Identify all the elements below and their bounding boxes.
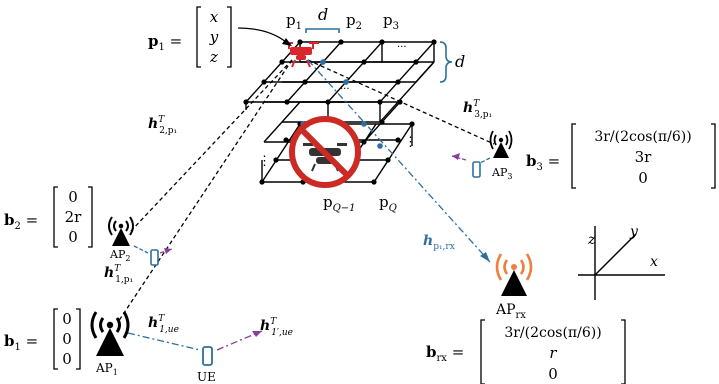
vector-p1: p1 = x y z	[148, 6, 232, 68]
axis-label-y: y	[629, 224, 639, 240]
link-ap2-ue	[133, 245, 149, 254]
vector-b3: b3 = 3r/(2cos(π/6)) 3r 0	[526, 123, 716, 189]
link-drone-ap1	[117, 59, 293, 323]
phone-icon	[472, 161, 481, 178]
label-pq1: pQ−1	[323, 193, 356, 214]
link-ap3-ue	[479, 157, 491, 164]
channel-links	[117, 59, 495, 351]
vector-b2-entry-1: 2r	[65, 208, 83, 226]
antenna-tower-icon	[489, 130, 513, 158]
grid-ellipsis-mid: ···	[340, 84, 350, 95]
link-drone-ap3	[307, 59, 495, 145]
no-drone-sign-icon	[289, 116, 361, 188]
vector-brx-name: brx =	[426, 343, 464, 364]
axis-label-z: z	[587, 232, 596, 248]
ap2-label: AP2	[109, 248, 130, 263]
phone-icon	[150, 249, 159, 266]
vector-p1-entry-1: y	[209, 28, 219, 46]
coordinate-axes	[578, 226, 665, 300]
antenna-tower-icon	[495, 253, 533, 296]
vector-p1-name: p1 =	[148, 32, 182, 53]
vector-brx-entry-0: 3r/(2cos(π/6))	[504, 325, 601, 341]
antenna-tower-icon	[108, 216, 134, 246]
link-ap1-ue	[127, 332, 201, 351]
aprx-node: APrx	[495, 253, 533, 321]
axis-y	[594, 233, 637, 276]
vector-b3-entry-2: 0	[638, 169, 648, 187]
label-hp1rx: hp₁,rx	[423, 233, 455, 252]
spacing-d-top: d	[305, 5, 340, 33]
vector-b1-entry-0: 0	[62, 310, 72, 328]
vector-b2-entry-2: 0	[68, 228, 78, 246]
ue-label: UE	[197, 370, 216, 384]
grid-vdots-left: ⋮	[258, 154, 271, 169]
phone-icon	[202, 346, 213, 366]
vector-b1-name: b1 =	[4, 332, 38, 353]
label-p1: p1	[286, 11, 302, 32]
vector-p1-entry-2: z	[209, 48, 218, 66]
vector-b1-entry-1: 0	[62, 330, 72, 348]
label-p2: p2	[346, 11, 362, 32]
vector-b3-entry-0: 3r/(2cos(π/6))	[594, 129, 691, 145]
ap3-label: AP3	[491, 166, 512, 181]
ap3-node: AP3	[472, 130, 513, 181]
label-d-side: d	[455, 52, 465, 71]
ue-node: UE	[197, 346, 216, 384]
p1-pointer-arrowhead	[282, 38, 292, 46]
axis-label-x: x	[650, 254, 658, 270]
grid-vdots-right: ⋮	[404, 135, 417, 150]
grid-point-labels: p1 p2 p3 pQ−1 pQ	[286, 11, 399, 214]
vector-brx-entry-1: r	[549, 344, 557, 362]
vector-p1-entry-0: x	[210, 8, 219, 26]
ap2-node: AP2	[108, 216, 159, 266]
antenna-tower-icon	[90, 311, 130, 356]
vector-b3-name: b3 =	[526, 152, 560, 173]
ap1-label: AP1	[95, 361, 118, 377]
aprx-label: APrx	[495, 302, 526, 321]
vector-b3-entry-1: 3r	[635, 148, 653, 166]
vector-b2-entry-0: 0	[68, 188, 78, 206]
link-arrowheads	[164, 153, 490, 337]
grid-ellipsis-top: ···	[397, 42, 407, 53]
vector-b2: b2 = 0 2r 0	[4, 186, 93, 248]
position-grid	[245, 41, 435, 183]
link-drone-aprx	[307, 59, 491, 263]
vector-brx: brx = 3r/(2cos(π/6)) r 0	[426, 319, 626, 384]
vector-brx-entry-2: 0	[548, 365, 558, 383]
ap1-node: AP1	[90, 311, 130, 377]
label-pq: pQ	[379, 193, 397, 214]
vector-b2-name: b2 =	[4, 211, 38, 232]
label-d-top: d	[318, 5, 328, 24]
label-p3: p3	[383, 11, 399, 32]
vector-b1: b1 = 0 0 0	[4, 308, 81, 370]
spacing-d-side: d	[439, 41, 465, 83]
vector-b1-entry-2: 0	[62, 350, 72, 368]
p1-pointer-arrow	[237, 27, 287, 43]
link-drone-ap2	[129, 59, 293, 233]
